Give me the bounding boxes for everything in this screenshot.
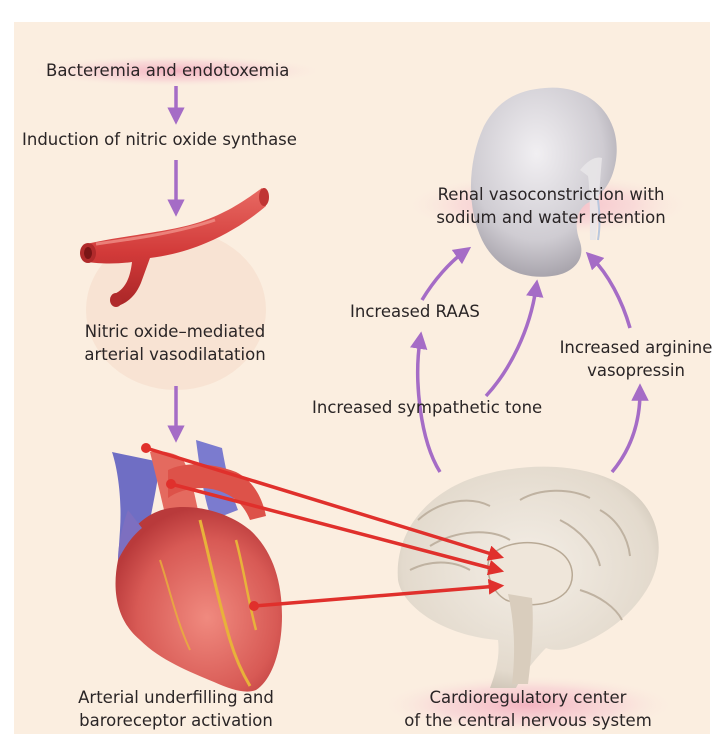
brain-illustration (398, 467, 659, 688)
arrow-cns-to-avp (612, 392, 640, 472)
label-avp-line2: vasopressin (548, 359, 723, 382)
label-vasodilatation-line1: Nitric oxide–mediated (70, 320, 280, 343)
label-arterial-underfilling: Arterial underfilling and baroreceptor a… (62, 686, 290, 732)
arrow-sympathetic-to-renal (486, 288, 536, 396)
label-increased-avp: Increased arginine vasopressin (548, 336, 723, 382)
label-underfilling-line2: baroreceptor activation (62, 709, 290, 732)
label-underfilling-line1: Arterial underfilling and (62, 686, 290, 709)
label-avp-line1: Increased arginine (548, 336, 723, 359)
label-renal-line2: sodium and water retention (416, 206, 686, 229)
label-renal-vasoconstriction: Renal vasoconstriction with sodium and w… (416, 183, 686, 229)
label-bacteremia: Bacteremia and endotoxemia (46, 59, 289, 82)
label-vasodilatation-line2: arterial vasodilatation (70, 343, 280, 366)
label-renal-line1: Renal vasoconstriction with (416, 183, 686, 206)
arrow-avp-to-renal (592, 258, 630, 328)
label-cns-line2: of the central nervous system (400, 709, 656, 732)
label-nos-induction: Induction of nitric oxide synthase (22, 128, 297, 151)
label-increased-sympathetic-tone: Increased sympathetic tone (312, 396, 542, 419)
arrow-raas-to-renal (422, 252, 464, 300)
heart-illustration (112, 440, 282, 692)
label-vasodilatation: Nitric oxide–mediated arterial vasodilat… (70, 320, 280, 366)
label-increased-raas: Increased RAAS (350, 300, 480, 323)
label-cns-line1: Cardioregulatory center (400, 686, 656, 709)
label-cardioregulatory-center: Cardioregulatory center of the central n… (400, 686, 656, 732)
